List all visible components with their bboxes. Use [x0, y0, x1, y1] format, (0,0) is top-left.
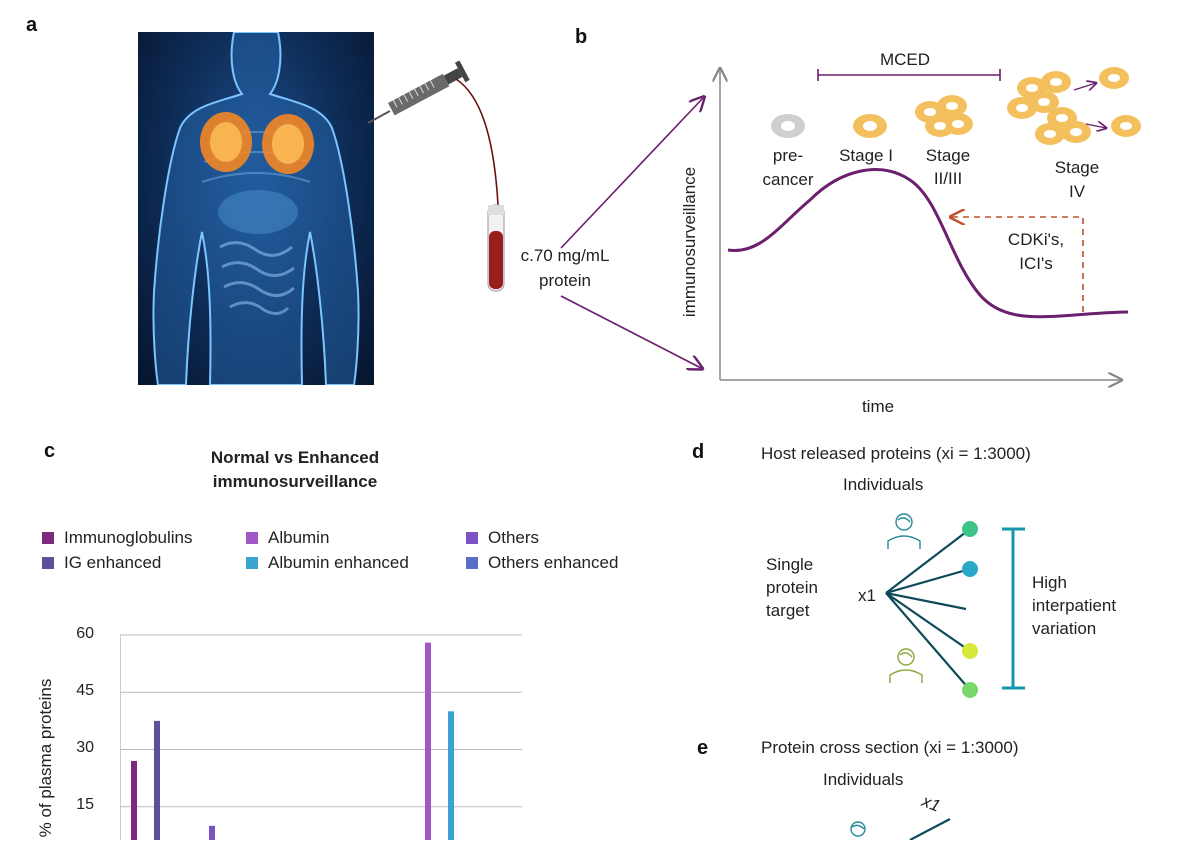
y-tick-60: 60	[76, 625, 94, 642]
y-tick-15: 15	[76, 796, 94, 813]
tube-label-line1: c.70 mg/mL	[520, 246, 610, 265]
stage23-cells-icon	[915, 95, 973, 137]
legend-swatch	[42, 557, 54, 569]
legend-label: Others enhanced	[488, 553, 619, 572]
panel-d-individuals: Individuals	[843, 475, 924, 494]
stage23-label-line2: II/III	[933, 169, 963, 188]
panel-e-title: Protein cross section (xi = 1:3000)	[761, 738, 1019, 757]
legend-others-enhanced: Others enhanced	[466, 553, 618, 573]
legend-label: Albumin	[268, 528, 330, 547]
panel-d-letter: d	[692, 441, 705, 463]
variation-label-line3: variation	[1032, 619, 1097, 638]
bar-albumin-enhanced	[448, 711, 454, 840]
legend-swatch	[466, 557, 478, 569]
stage4-cells-icon	[1007, 67, 1141, 145]
variation-label-line1: High	[1032, 573, 1067, 592]
legend-label: IG enhanced	[64, 553, 162, 572]
panel-d-x1: x1	[858, 586, 876, 605]
person-icon	[887, 513, 921, 549]
chart-title-line1: Normal vs Enhanced	[210, 448, 380, 467]
anatomy-illustration	[138, 32, 374, 385]
y-axis-label: immunosurveillance	[680, 166, 699, 318]
treatment-label-line2: ICI's	[1019, 254, 1053, 273]
stage23-label-line1: Stage	[925, 146, 971, 165]
person-icon	[850, 821, 866, 837]
variation-label-line2: interpatient	[1032, 596, 1117, 615]
body-figure-icon	[152, 32, 360, 385]
protein-target-diagram	[885, 513, 1025, 698]
single-label-line2: protein	[766, 578, 818, 597]
syringe-tube-icon	[367, 60, 505, 292]
panel-a-letter: a	[26, 14, 38, 36]
person-icon	[889, 648, 923, 683]
mced-label: MCED	[879, 50, 931, 69]
bar-albumin	[425, 642, 431, 840]
tube-label-line2: protein	[539, 271, 591, 290]
precancer-label-line2: cancer	[762, 170, 814, 189]
legend-albumin-enhanced: Albumin enhanced	[246, 553, 409, 573]
bar-immunoglobulins	[131, 760, 137, 840]
x-axis-label: time	[861, 397, 895, 416]
chart-y-label: % of plasma proteins	[36, 678, 55, 838]
legend-immunoglobulins: Immunoglobulins	[42, 528, 193, 548]
bar-ig-enhanced	[154, 720, 160, 840]
stage4-label-line2: IV	[1068, 182, 1086, 201]
bar-others	[209, 825, 215, 840]
plasma-protein-bar-chart	[120, 634, 522, 840]
single-label-line1: Single	[766, 555, 814, 574]
legend-swatch	[246, 532, 258, 544]
single-label-line3: target	[766, 601, 810, 620]
immunosurveillance-curve	[727, 168, 1129, 319]
panel-e-partial-diagram	[850, 818, 951, 840]
panel-e-individuals: Individuals	[823, 770, 904, 789]
legend-swatch	[246, 557, 258, 569]
legend-label: Albumin enhanced	[268, 553, 409, 572]
legend-albumin: Albumin	[246, 528, 329, 548]
legend-others: Others	[466, 528, 539, 548]
precancer-cell-icon	[771, 114, 805, 138]
y-tick-30: 30	[76, 739, 94, 756]
legend-swatch	[466, 532, 478, 544]
panel-d-title: Host released proteins (xi = 1:3000)	[761, 444, 1031, 463]
panel-c-letter: c	[44, 440, 56, 462]
legend-label: Others	[488, 528, 540, 547]
y-tick-45: 45	[76, 682, 94, 699]
chart-title-line2: immunosurveillance	[212, 472, 378, 491]
legend-swatch	[42, 532, 54, 544]
immunosurveillance-plot	[700, 67, 1141, 400]
precancer-label-line1: pre-	[772, 146, 804, 165]
panel-e-letter: e	[697, 737, 709, 759]
stage1-label: Stage I	[839, 146, 893, 165]
stage1-cell-icon	[853, 114, 887, 138]
stage4-label-line1: Stage	[1054, 158, 1100, 177]
panel-b-letter: b	[575, 26, 588, 48]
treatment-label-line1: CDKi's,	[1007, 230, 1065, 249]
branch-arrows	[560, 90, 715, 380]
legend-label: Immunoglobulins	[64, 528, 193, 547]
legend-ig-enhanced: IG enhanced	[42, 553, 161, 573]
